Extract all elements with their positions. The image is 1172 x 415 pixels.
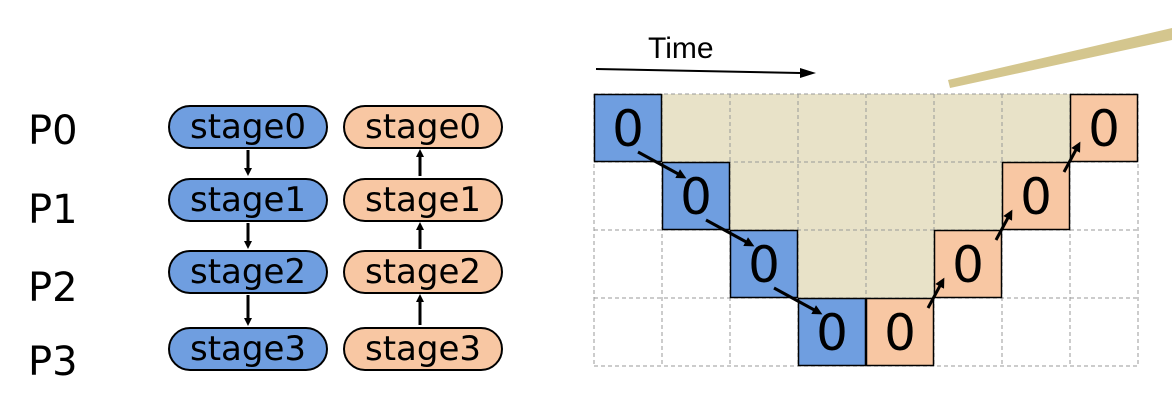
cell-box <box>865 297 935 367</box>
dependency-arrow <box>926 277 945 309</box>
cell-label: 0 <box>1020 168 1052 226</box>
cell-label: 0 <box>952 236 984 294</box>
time-axis-label: Time <box>648 32 714 65</box>
bubble-cell <box>934 94 1002 162</box>
forward-stage-3: stage3 <box>168 327 328 371</box>
forward-stage-1: stage1 <box>168 178 328 222</box>
dependency-arrow <box>1062 141 1081 173</box>
bubble-cell <box>798 94 866 162</box>
dependency-arrows <box>637 141 1081 315</box>
backward-stage-3: stage3 <box>343 327 503 371</box>
backward-cell: 0 <box>933 229 1003 299</box>
forward-cell: 0 <box>593 93 663 163</box>
forward-stage-2: stage2 <box>168 250 328 294</box>
cell-box <box>593 93 663 163</box>
backward-stage-1: stage1 <box>343 178 503 222</box>
process-label-p3: P3 <box>28 339 78 385</box>
bubble-cell <box>866 230 934 298</box>
forward-cell: 0 <box>729 229 799 299</box>
forward-cell: 0 <box>797 297 867 367</box>
cell-label: 0 <box>680 168 712 226</box>
dependency-arrow <box>705 218 755 247</box>
backward-stage-2: stage2 <box>343 250 503 294</box>
cell-box <box>729 229 799 299</box>
cell-label: 0 <box>1088 100 1120 158</box>
process-label-p1: P1 <box>28 187 78 233</box>
cell-label: 0 <box>612 100 644 158</box>
bubble-cell <box>662 94 730 162</box>
dependency-arrow <box>773 286 823 315</box>
cell-box <box>797 297 867 367</box>
forward-cell: 0 <box>661 161 731 231</box>
cell-label: 0 <box>884 304 916 362</box>
bubble-cell <box>730 162 798 230</box>
backward-cell: 0 <box>1001 161 1071 231</box>
cell-box <box>933 229 1003 299</box>
bubble-cell <box>798 230 866 298</box>
backward-stage-0: stage0 <box>343 105 503 149</box>
bubble-cell <box>730 94 798 162</box>
bubble-cell <box>934 162 1002 230</box>
backward-cell: 0 <box>865 297 935 367</box>
bubble-cell <box>798 162 866 230</box>
process-label-p2: P2 <box>28 265 78 311</box>
dependency-arrow <box>637 150 687 179</box>
bubble-cell <box>866 94 934 162</box>
backward-cell: 0 <box>1069 93 1139 163</box>
bubble-cell <box>1002 94 1070 162</box>
bubble-cell <box>866 162 934 230</box>
forward-stage-0: stage0 <box>168 105 328 149</box>
cell-box <box>1069 93 1139 163</box>
cell-label: 0 <box>816 304 848 362</box>
dependency-arrow <box>994 209 1013 241</box>
cell-box <box>661 161 731 231</box>
bubble-region <box>662 94 1070 298</box>
process-label-p0: P0 <box>28 108 78 154</box>
cell-label: 0 <box>748 236 780 294</box>
cell-box <box>1001 161 1071 231</box>
